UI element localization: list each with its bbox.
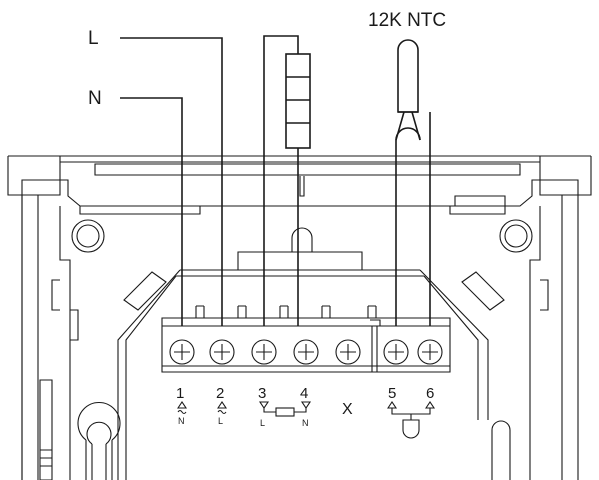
terminal-1-sub: N <box>178 416 185 426</box>
heater-wire <box>263 35 299 326</box>
screw-terminal-5 <box>383 339 409 365</box>
wires <box>120 35 431 326</box>
terminal-2-sub: L <box>218 416 223 426</box>
screw-terminal-4 <box>293 339 319 365</box>
terminal-6-number: 6 <box>426 385 434 402</box>
sensor-label: 12K NTC <box>368 10 446 31</box>
sensor-wire-5 <box>395 127 421 326</box>
housing-frame <box>7 155 592 480</box>
screw-terminal-1 <box>169 339 195 365</box>
terminal-5-number: 5 <box>388 385 396 402</box>
neutral-label: N <box>88 88 102 109</box>
terminal-module <box>117 227 489 480</box>
terminal-1-number: 1 <box>176 385 184 402</box>
terminal-x-label: X <box>342 401 353 418</box>
screw-terminal-3 <box>251 339 277 365</box>
ntc-sensor-probe-icon <box>395 39 421 141</box>
live-label: L <box>88 28 99 49</box>
supply-symbol-2-icon <box>216 401 228 415</box>
screw-terminal-2 <box>209 339 235 365</box>
supply-symbol-1-icon <box>176 401 188 415</box>
screw-terminal-6 <box>417 339 443 365</box>
terminal-4-number: 4 <box>300 385 308 402</box>
screw-terminal-x <box>335 339 361 365</box>
terminal-3-sub: L <box>260 418 265 428</box>
sensor-symbol-icon <box>386 401 436 439</box>
terminal-3-number: 3 <box>258 385 266 402</box>
heating-element-icon <box>285 53 311 149</box>
live-wire <box>120 37 223 326</box>
terminal-2-number: 2 <box>216 385 224 402</box>
terminal-4-sub: N <box>302 418 309 428</box>
screw-terminals <box>169 339 443 365</box>
neutral-wire <box>120 97 183 326</box>
load-symbol-icon <box>258 401 312 417</box>
